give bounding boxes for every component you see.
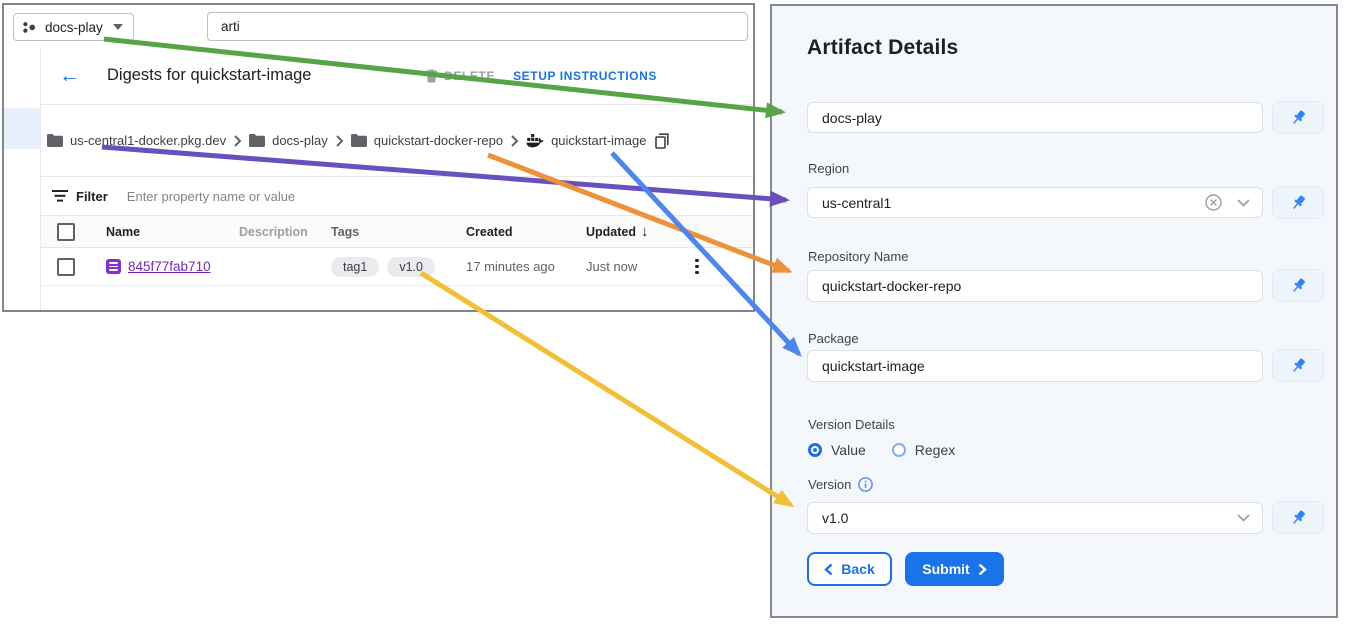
updated-cell: Just now <box>586 259 638 274</box>
pin-button[interactable] <box>1272 269 1324 302</box>
project-field[interactable]: docs-play <box>807 102 1263 133</box>
row-actions-kebab-icon[interactable] <box>681 258 699 275</box>
breadcrumb-item-project[interactable]: docs-play <box>249 133 328 148</box>
filter-icon <box>52 190 68 202</box>
tags-cell: tag1 v1.0 <box>331 256 466 277</box>
folder-icon <box>249 134 266 147</box>
console-window: docs-play ← Digests for quickstart-image… <box>2 3 755 312</box>
clear-icon[interactable] <box>1205 194 1222 211</box>
pin-icon <box>1292 110 1305 124</box>
region-label: Region <box>808 161 850 176</box>
radio-unselected-icon <box>891 443 906 457</box>
folder-icon <box>47 134 63 147</box>
version-details-label: Version Details <box>808 417 895 432</box>
radio-selected-icon <box>808 443 822 457</box>
page-title: Digests for quickstart-image <box>107 66 312 84</box>
artifact-details-panel: Artifact Details docs-play Region us-cen… <box>770 4 1338 618</box>
column-header-tags[interactable]: Tags <box>331 224 360 239</box>
digest-name-cell: 845f77fab710 <box>106 259 239 274</box>
repository-field[interactable]: quickstart-docker-repo <box>807 270 1263 302</box>
container-image-icon <box>526 133 544 147</box>
chevron-left-icon <box>824 563 833 575</box>
table-row: 845f77fab710 tag1 v1.0 17 minutes ago Ju… <box>41 248 753 286</box>
package-field[interactable]: quickstart-image <box>807 350 1263 382</box>
project-selector[interactable]: docs-play <box>13 13 134 41</box>
digest-link[interactable]: 845f77fab710 <box>128 259 211 274</box>
nav-selected-highlight <box>4 108 40 149</box>
radio-option-regex[interactable]: Regex <box>891 442 955 458</box>
chevron-down-icon <box>112 24 123 30</box>
chevron-right-icon <box>510 134 519 147</box>
console-topbar: docs-play <box>4 5 753 48</box>
tag-chip[interactable]: tag1 <box>331 256 380 277</box>
version-label: Version <box>808 477 852 492</box>
region-field[interactable]: us-central1 <box>807 187 1263 218</box>
chevron-right-icon <box>335 134 344 147</box>
trash-icon <box>426 69 438 82</box>
select-all-checkbox[interactable] <box>57 222 75 241</box>
back-button[interactable]: Back <box>807 552 892 586</box>
pin-button[interactable] <box>1272 101 1324 134</box>
digest-icon <box>106 259 121 274</box>
header-actions: DELETE SETUP INSTRUCTIONS <box>425 69 753 83</box>
repository-label: Repository Name <box>808 249 909 264</box>
info-icon[interactable] <box>858 477 874 492</box>
folder-icon <box>350 134 367 147</box>
project-selector-label: docs-play <box>45 19 103 35</box>
breadcrumb-item-registry[interactable]: us-central1-docker.pkg.dev <box>47 133 226 148</box>
chevron-down-icon[interactable] <box>1237 514 1250 522</box>
created-cell: 17 minutes ago <box>466 259 555 274</box>
setup-instructions-link[interactable]: SETUP INSTRUCTIONS <box>513 68 657 83</box>
sort-descending-icon: ↓ <box>641 223 649 240</box>
version-field[interactable]: v1.0 <box>807 502 1263 534</box>
pin-icon <box>1292 278 1305 292</box>
row-checkbox[interactable] <box>57 257 75 276</box>
left-nav-strip <box>4 47 41 310</box>
version-label-row: Version <box>808 477 874 492</box>
pin-button[interactable] <box>1272 501 1324 534</box>
pin-icon <box>1292 195 1305 209</box>
chevron-down-icon[interactable] <box>1237 198 1250 207</box>
column-header-updated[interactable]: Updated ↓ <box>586 223 649 240</box>
version-details-radio-group: Value Regex <box>808 442 955 458</box>
pin-icon <box>1292 510 1305 524</box>
search-input[interactable] <box>207 12 748 41</box>
radio-option-value[interactable]: Value <box>808 442 866 458</box>
back-arrow-icon[interactable]: ← <box>59 64 80 87</box>
form-buttons: Back Submit <box>807 552 1004 586</box>
column-header-created[interactable]: Created <box>466 224 513 239</box>
column-header-description[interactable]: Description <box>239 224 308 239</box>
breadcrumb-item-repository[interactable]: quickstart-docker-repo <box>350 133 503 148</box>
table-header: Name Description Tags Created Updated ↓ <box>41 216 753 248</box>
chevron-right-icon <box>978 563 987 575</box>
filter-input[interactable] <box>124 187 753 205</box>
breadcrumb-item-image[interactable]: quickstart-image <box>526 133 646 148</box>
pin-button[interactable] <box>1272 186 1324 219</box>
filter-bar: Filter <box>41 177 753 216</box>
filter-label: Filter <box>76 188 108 204</box>
copy-icon[interactable] <box>655 132 670 149</box>
tag-chip[interactable]: v1.0 <box>387 256 435 277</box>
project-dots-icon <box>23 21 35 33</box>
pin-button[interactable] <box>1272 349 1324 382</box>
form-title: Artifact Details <box>807 36 959 59</box>
package-label: Package <box>808 331 859 346</box>
column-header-name[interactable]: Name <box>106 224 141 239</box>
breadcrumb: us-central1-docker.pkg.dev docs-play qui… <box>41 105 753 177</box>
delete-button[interactable]: DELETE <box>425 69 495 83</box>
pin-icon <box>1292 358 1305 372</box>
submit-button[interactable]: Submit <box>905 552 1004 586</box>
chevron-right-icon <box>233 134 242 147</box>
page-header: ← Digests for quickstart-image DELETE SE… <box>41 47 753 105</box>
